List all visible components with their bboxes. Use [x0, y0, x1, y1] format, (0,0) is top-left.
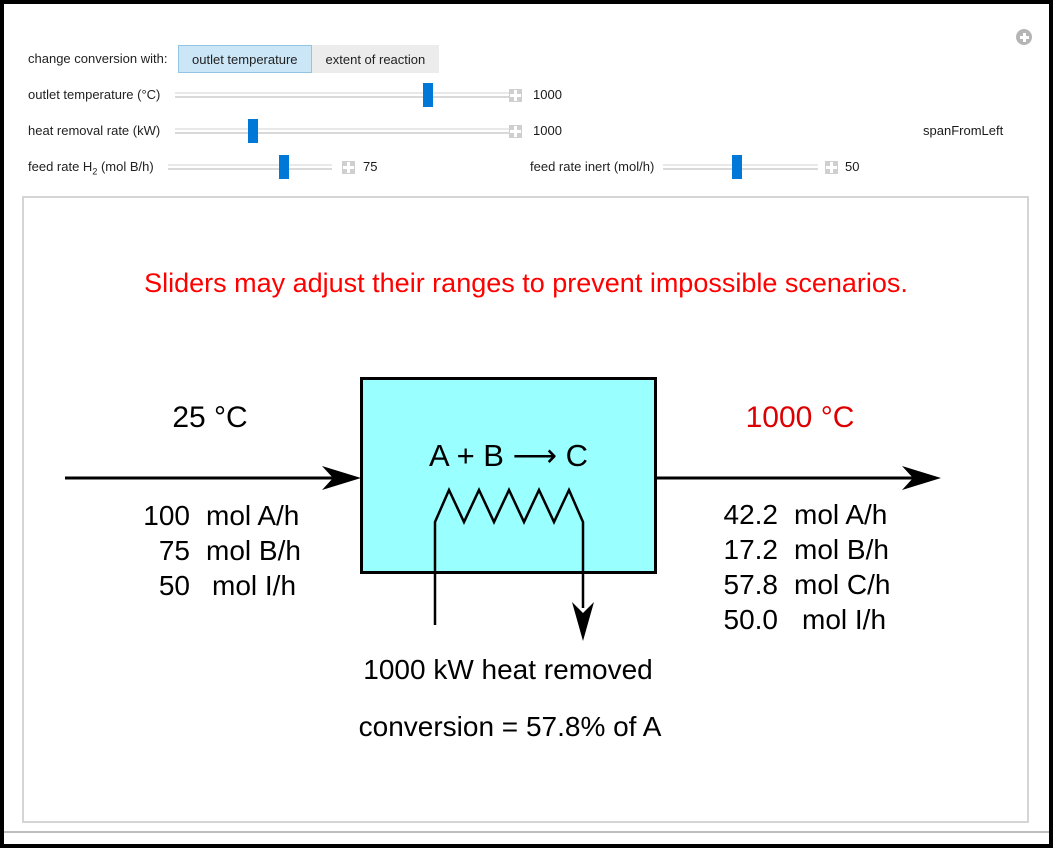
- conversion-label: conversion = 57.8% of A: [358, 711, 662, 742]
- stream-row: 57.8 mol C/h: [700, 567, 891, 602]
- stream-amount: 100: [143, 500, 190, 531]
- setter-bar: outlet temperature extent of reaction: [178, 45, 440, 73]
- stream-unit: mol B/h: [794, 534, 889, 565]
- stream-row: 50.0 mol I/h: [700, 602, 890, 637]
- reactor-box: [360, 377, 657, 574]
- stream-amount: 50.0: [723, 604, 779, 635]
- stream-unit: mol A/h: [206, 500, 300, 531]
- heat-removed-label: 1000 kW heat removed: [363, 654, 653, 685]
- stream-row: 42.2 mol A/h: [700, 497, 890, 532]
- circle-plus-icon[interactable]: [1016, 29, 1032, 45]
- slider-label-feed-h2-sub: 2: [92, 166, 98, 177]
- slider-value-feed-inert: 50: [845, 159, 860, 174]
- slider-thumb-heat-removal[interactable]: [248, 119, 258, 143]
- slider-value-outlet-temperature: 1000: [533, 87, 562, 102]
- stream-amount: 57.8: [723, 569, 779, 600]
- slider-label-outlet-temperature: outlet temperature (°C): [28, 87, 161, 102]
- stream-amount: 17.2: [723, 534, 779, 565]
- warning-text: Sliders may adjust their ranges to preve…: [144, 268, 908, 298]
- stream-unit: mol A/h: [794, 499, 888, 530]
- slider-track-outlet-temperature[interactable]: [175, 92, 510, 98]
- outlet-stream-list: 42.2 mol A/h 17.2 mol B/h 57.8 mol C/h 5…: [700, 497, 891, 637]
- slider-value-heat-removal: 1000: [533, 123, 562, 138]
- slider-label-feed-h2-suffix: (mol B/h): [97, 159, 154, 174]
- stream-unit: mol I/h: [212, 570, 297, 601]
- stream-unit: mol C/h: [794, 569, 891, 600]
- slider-label-heat-removal: heat removal rate (kW): [28, 123, 161, 138]
- inlet-temperature: 25 °C: [172, 401, 248, 434]
- span-from-left-text: spanFromLeft: [923, 123, 1004, 138]
- stream-row: 75 mol B/h: [118, 533, 301, 568]
- bottom-shadow-line: [4, 831, 1049, 833]
- plus-expander-icon[interactable]: [342, 161, 355, 174]
- stream-amount: 75: [158, 535, 190, 566]
- stream-row: 100 mol A/h: [118, 498, 301, 533]
- slider-track-heat-removal[interactable]: [175, 128, 510, 134]
- inlet-stream-list: 100 mol A/h 75 mol B/h 50 mol I/h: [118, 498, 301, 603]
- stream-row: 50 mol I/h: [118, 568, 301, 603]
- plus-expander-icon[interactable]: [509, 125, 522, 138]
- stream-unit: mol B/h: [206, 535, 301, 566]
- plus-expander-icon[interactable]: [509, 89, 522, 102]
- slider-thumb-feed-inert[interactable]: [732, 155, 742, 179]
- slider-label-feed-h2-prefix: feed rate H: [28, 159, 93, 174]
- stream-amount: 42.2: [723, 499, 779, 530]
- stream-row: 17.2 mol B/h: [700, 532, 890, 567]
- reaction-equation: A + B ⟶ C: [428, 438, 589, 473]
- slider-value-feed-h2: 75: [363, 159, 378, 174]
- slider-thumb-feed-h2[interactable]: [279, 155, 289, 179]
- outlet-temperature: 1000 °C: [745, 401, 855, 434]
- stream-amount: 50: [158, 570, 190, 601]
- slider-label-feed-h2: feed rate H2 (mol B/h): [28, 159, 154, 177]
- slider-track-feed-h2[interactable]: [168, 164, 332, 170]
- setter-option-extent-of-reaction[interactable]: extent of reaction: [311, 45, 440, 73]
- plus-expander-icon[interactable]: [825, 161, 838, 174]
- slider-label-feed-inert: feed rate inert (mol/h): [530, 159, 655, 174]
- setter-option-outlet-temperature[interactable]: outlet temperature: [178, 45, 312, 73]
- stream-unit: mol I/h: [802, 604, 887, 635]
- setter-bar-label: change conversion with:: [28, 51, 168, 66]
- slider-thumb-outlet-temperature[interactable]: [423, 83, 433, 107]
